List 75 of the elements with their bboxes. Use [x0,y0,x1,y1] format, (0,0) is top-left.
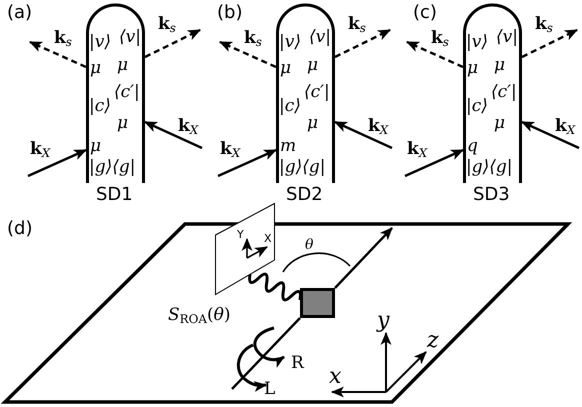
ket-label: |c⟩ [279,98,301,115]
bra-label: ⟨v| [309,29,331,46]
rotation-label: L [264,381,276,398]
dipole-symbol: q [467,138,478,155]
dipole-symbol: m [280,138,296,155]
axis-label: Y [237,229,244,240]
arrow [218,148,277,178]
panel-label: (d) [7,220,32,238]
wavy-line [248,272,302,302]
bra-label: ⟨c′| [114,84,140,101]
arrow [404,148,464,178]
bra-label: ⟨c′| [304,84,330,101]
edge-label: k$_{X}$ [368,118,388,137]
arrow [28,148,87,178]
beam-line [231,317,301,390]
diagram-caption: SD1 [96,186,133,204]
edge-label: k$_{X}$ [407,141,428,160]
dipole-symbol: μ [117,115,128,132]
detector-screen [215,203,275,295]
axis-label: X [264,233,272,244]
dashed-arrow [144,28,201,58]
panel-label: (b) [217,4,242,22]
arrow [521,120,580,150]
edge-label: k$_{s}$ [348,16,366,35]
dipole-symbol: μ [280,60,292,77]
edge-label: k$_{s}$ [158,16,176,35]
beam-arrow [334,227,393,289]
axis-label: y [377,310,390,332]
ket-label: |c⟩ [89,98,111,115]
axis-label: z [427,330,439,352]
bra-label: ⟨v| [119,29,141,46]
dashed-arrow [29,40,86,68]
dashed-arrow [406,40,464,68]
dipole-symbol: μ [90,60,102,77]
axis-label: x [329,366,342,388]
ket-label: |v⟩ [89,34,111,51]
dashed-arrow [334,28,391,58]
feynman-diagram [276,2,335,183]
bra-label: ⟨v| [496,29,518,46]
dashed-arrow [219,40,276,68]
dipole-symbol: μ [117,57,128,74]
diagram-caption: SD3 [473,186,510,204]
edge-label: k$_{s}$ [54,30,72,49]
dipole-symbol: μ [494,115,506,132]
feynman-diagram [463,2,522,183]
panel-label: (a) [7,4,32,22]
bra-label: ⟨c′| [491,84,517,101]
ket-label: |c⟩ [466,98,488,115]
edge-label: k$_{s}$ [535,16,553,35]
state-label: |g⟩⟨g| [466,159,512,176]
dipole-symbol: μ [90,138,102,155]
rotation-label: R [291,355,304,372]
edge-label: k$_{X}$ [220,141,240,160]
state-label: |g⟩⟨g| [89,159,136,176]
dipole-symbol: μ [307,115,318,132]
arrow [144,120,202,150]
dipole-symbol: μ [494,57,506,74]
state-label: |g⟩⟨g| [279,159,326,176]
arrow [334,120,392,150]
angle-label: θ [305,238,314,252]
edge-label: k$_{s}$ [431,30,449,49]
dashed-arrow [521,28,578,58]
ket-label: |v⟩ [279,34,301,51]
dipole-symbol: μ [467,60,478,77]
sample-box [300,288,335,318]
diagram-caption: SD2 [286,186,323,204]
signal-label: S$_{ROA}$(θ) [168,307,230,326]
feynman-diagram [86,2,145,183]
edge-label: k$_{s}$ [244,30,262,49]
edge-label: k$_{X}$ [30,141,50,160]
ket-label: |v⟩ [466,34,488,51]
edge-label: k$_{X}$ [555,118,576,137]
edge-label: k$_{X}$ [178,118,198,137]
dipole-symbol: μ [307,57,318,74]
panel-label: (c) [413,4,437,22]
